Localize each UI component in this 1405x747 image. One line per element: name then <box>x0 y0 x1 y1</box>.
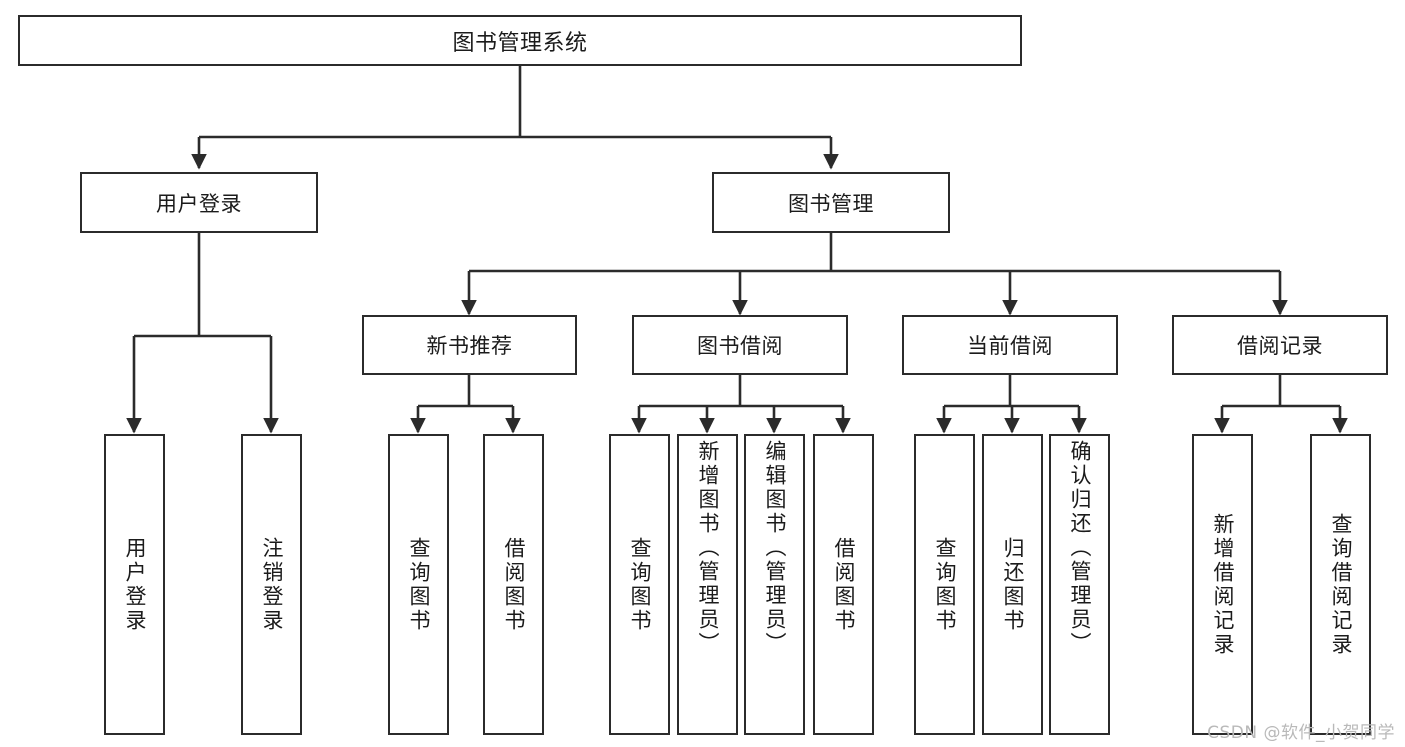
node-label: 借阅记录 <box>1237 334 1323 358</box>
node-label: 查询图书 <box>407 536 431 633</box>
leaf-new-book-borrow-book[interactable]: 借阅图书 <box>483 434 544 735</box>
node-label: 借阅图书 <box>832 536 856 633</box>
node-label: 新增借阅记录 <box>1211 512 1235 657</box>
node-label: 图书借阅 <box>697 334 783 358</box>
node-user-login[interactable]: 用户登录 <box>80 172 318 233</box>
node-borrow-record[interactable]: 借阅记录 <box>1172 315 1388 375</box>
node-book-management-system[interactable]: 图书管理系统 <box>18 15 1022 66</box>
node-label: 用户登录 <box>123 536 147 633</box>
leaf-current-borrow-return-book[interactable]: 归还图书 <box>982 434 1043 735</box>
leaf-book-borrow-add-book-admin[interactable]: 新增图书（管理员） <box>677 434 738 735</box>
leaf-book-borrow-borrow-book[interactable]: 借阅图书 <box>813 434 874 735</box>
node-book-management[interactable]: 图书管理 <box>712 172 950 233</box>
leaf-user-login-logout[interactable]: 注销登录 <box>241 434 302 735</box>
node-label: 编辑图书（管理员） <box>763 440 787 656</box>
node-label: 图书管理 <box>788 191 874 216</box>
node-label: 确认归还（管理员） <box>1068 440 1092 656</box>
node-label: 归还图书 <box>1001 536 1025 633</box>
leaf-new-book-query-book[interactable]: 查询图书 <box>388 434 449 735</box>
node-label: 查询图书 <box>933 536 957 633</box>
node-current-borrow[interactable]: 当前借阅 <box>902 315 1118 375</box>
node-label: 查询图书 <box>628 536 652 633</box>
leaf-borrow-record-query-record[interactable]: 查询借阅记录 <box>1310 434 1371 735</box>
leaf-book-borrow-query-book[interactable]: 查询图书 <box>609 434 670 735</box>
leaf-borrow-record-add-record[interactable]: 新增借阅记录 <box>1192 434 1253 735</box>
node-label: 借阅图书 <box>502 536 526 633</box>
leaf-book-borrow-edit-book-admin[interactable]: 编辑图书（管理员） <box>744 434 805 735</box>
node-label: 用户登录 <box>156 191 242 216</box>
leaf-user-login-login[interactable]: 用户登录 <box>104 434 165 735</box>
leaf-current-borrow-query-book[interactable]: 查询图书 <box>914 434 975 735</box>
node-label: 新增图书（管理员） <box>696 440 720 656</box>
node-label: 当前借阅 <box>967 334 1053 358</box>
node-label: 查询借阅记录 <box>1329 512 1353 657</box>
node-label: 新书推荐 <box>426 334 513 358</box>
node-book-borrow[interactable]: 图书借阅 <box>632 315 848 375</box>
leaf-current-borrow-confirm-return-admin[interactable]: 确认归还（管理员） <box>1049 434 1110 735</box>
node-new-book-recommend[interactable]: 新书推荐 <box>362 315 577 375</box>
node-label: 图书管理系统 <box>452 30 588 56</box>
node-label: 注销登录 <box>260 536 284 633</box>
